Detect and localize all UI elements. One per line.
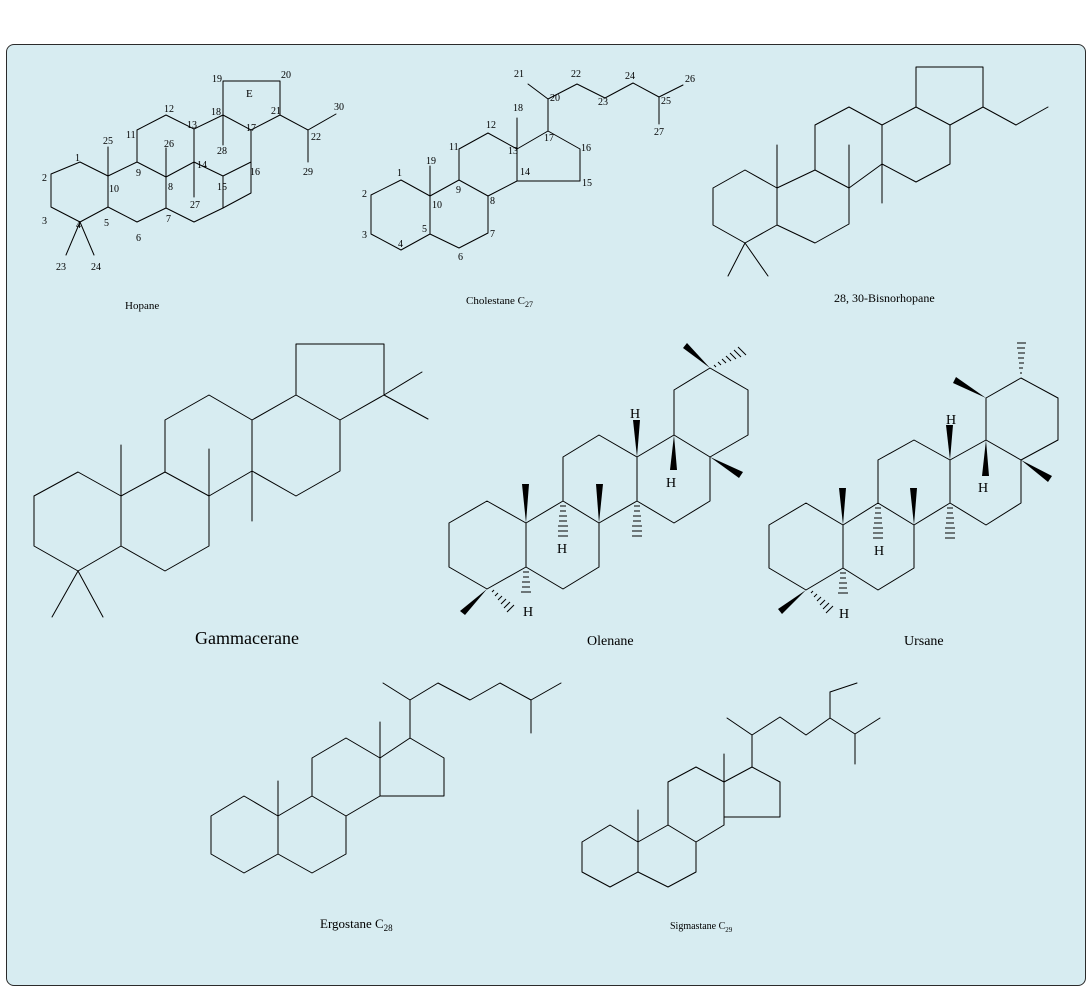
hopane-label-30: 30: [334, 102, 344, 113]
ursane-h-top: H: [946, 413, 956, 428]
cholestane-label-3: 3: [362, 230, 367, 241]
hopane-label-20: 20: [281, 70, 291, 81]
cholestane-label-10: 10: [432, 200, 442, 211]
hopane-label-25: 25: [103, 136, 113, 147]
cholestane-label-27: 27: [654, 127, 664, 138]
cholestane-label-18: 18: [513, 103, 523, 114]
cholestane-label-5: 5: [422, 224, 427, 235]
cholestane-label-14: 14: [520, 167, 530, 178]
cholestane-label-16: 16: [581, 143, 591, 154]
hopane-label-4: 4: [76, 220, 81, 231]
cholestane-label-20: 20: [550, 93, 560, 104]
hopane-ring-e-label: E: [246, 88, 253, 100]
hopane-label-21: 21: [271, 106, 281, 117]
cholestane-label-9: 9: [456, 185, 461, 196]
hopane-label-15: 15: [217, 182, 227, 193]
hopane-label-9: 9: [136, 168, 141, 179]
cholestane-label-11: 11: [449, 142, 459, 153]
cholestane-label-26: 26: [685, 74, 695, 85]
olenane-structure: [448, 367, 749, 590]
hopane-label-14: 14: [197, 160, 207, 171]
hydrogen-labels: H H H H H H H H: [523, 407, 988, 622]
cholestane-label-19: 19: [426, 156, 436, 167]
ursane-h-middle: H: [874, 544, 884, 559]
hopane-structure: [50, 80, 337, 256]
cholestane-label-12: 12: [486, 120, 496, 131]
figure-panel: [6, 44, 1086, 986]
hopane-label-8: 8: [168, 182, 173, 193]
ursane-h-bottom: H: [839, 607, 849, 622]
caption-cholestane: Cholestane C27: [466, 295, 533, 309]
olenane-h-bottom: H: [523, 605, 533, 620]
cholestane-label-24: 24: [625, 71, 635, 82]
cholestane-label-22: 22: [571, 69, 581, 80]
cholestane-label-21: 21: [514, 69, 524, 80]
olenane-h-middle: H: [557, 542, 567, 557]
olenane-h-right: H: [666, 476, 676, 491]
cholestane-label-25: 25: [661, 96, 671, 107]
hopane-label-1: 1: [75, 153, 80, 164]
caption-olenane: Olenane: [587, 634, 634, 649]
cholestane-label-8: 8: [490, 196, 495, 207]
hopane-label-11: 11: [126, 130, 136, 141]
cholestane-label-15: 15: [582, 178, 592, 189]
hopane-label-18: 18: [211, 107, 221, 118]
ergostane-structure: [210, 682, 562, 874]
caption-sigmastane: Sigmastane C29: [670, 921, 733, 934]
hopane-label-23: 23: [56, 262, 66, 273]
caption-gammacerane: Gammacerane: [195, 628, 299, 648]
structures-figure: E 1 2 3 4 5 6 7 8 9 10 11 12 13 14 15 16…: [33, 66, 1059, 934]
caption-ursane: Ursane: [904, 634, 944, 649]
cholestane-structure: [370, 82, 684, 251]
cholestane-label-13: 13: [508, 146, 518, 157]
cholestane-label-4: 4: [398, 239, 403, 250]
hopane-label-22: 22: [311, 132, 321, 143]
hopane-label-26: 26: [164, 139, 174, 150]
hopane-label-5: 5: [104, 218, 109, 229]
cholestane-label-23: 23: [598, 97, 608, 108]
hopane-atom-labels: E 1 2 3 4 5 6 7 8 9 10 11 12 13 14 15 16…: [42, 70, 344, 273]
caption-bisnorhopane: 28, 30-Bisnorhopane: [834, 291, 935, 305]
hopane-label-27: 27: [190, 200, 200, 211]
cholestane-label-6: 6: [458, 252, 463, 263]
hopane-label-28: 28: [217, 146, 227, 157]
hopane-label-29: 29: [303, 167, 313, 178]
cholestane-label-7: 7: [490, 229, 495, 240]
cholestane-label-17: 17: [544, 133, 554, 144]
hopane-label-2: 2: [42, 173, 47, 184]
hopane-label-17: 17: [246, 123, 256, 134]
hopane-label-24: 24: [91, 262, 101, 273]
hopane-label-6: 6: [136, 233, 141, 244]
hopane-label-13: 13: [187, 120, 197, 131]
cholestane-label-2: 2: [362, 189, 367, 200]
hopane-label-16: 16: [250, 167, 260, 178]
cholestane-atom-labels: 1 2 3 4 5 6 7 8 9 10 11 12 13 14 15 16 1…: [362, 69, 695, 263]
bisnorhopane-structure: [712, 66, 1049, 277]
gammacerane-structure: [33, 343, 429, 618]
hopane-label-12: 12: [164, 104, 174, 115]
caption-ergostane: Ergostane C28: [320, 916, 393, 933]
sigmastane-structure: [581, 682, 881, 888]
hopane-label-7: 7: [166, 214, 171, 225]
hopane-label-10: 10: [109, 184, 119, 195]
hopane-label-19: 19: [212, 74, 222, 85]
hopane-label-3: 3: [42, 216, 47, 227]
caption-hopane: Hopane: [125, 300, 159, 312]
olenane-h-top: H: [630, 407, 640, 422]
cholestane-label-1: 1: [397, 168, 402, 179]
ursane-h-right: H: [978, 481, 988, 496]
ursane-structure: [768, 377, 1059, 591]
olenane-stereo: [460, 343, 747, 615]
ursane-stereo: [778, 342, 1052, 614]
